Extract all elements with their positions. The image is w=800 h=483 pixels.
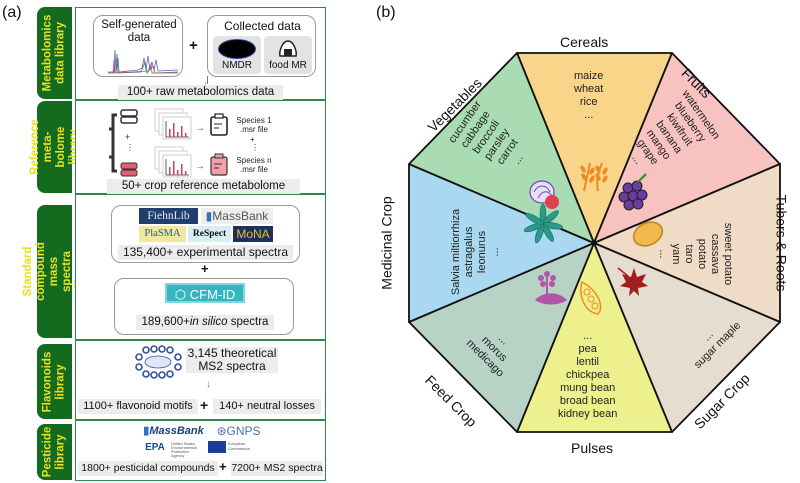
crop-item: mung bean xyxy=(560,382,616,394)
cereal-wheat-icon xyxy=(580,162,608,192)
svg-text:+: + xyxy=(125,132,130,142)
panel-b-label: (b) xyxy=(376,4,396,21)
nmdr-source: NMDR xyxy=(213,36,261,74)
spectra-plot-icon xyxy=(108,49,178,74)
section-reference: + ⋮ → → xyxy=(75,100,326,194)
clipboard-icon xyxy=(210,113,228,136)
massbank-logo: ▮MassBank xyxy=(143,425,204,437)
crop-item: ... xyxy=(584,109,594,121)
mona-logo: MoNA xyxy=(233,226,273,242)
food-mr-source: food MR xyxy=(264,36,312,74)
crop-item: pea xyxy=(578,343,597,355)
potato-icon xyxy=(632,221,664,247)
crop-item: chickpea xyxy=(565,369,610,381)
herb-root-icon xyxy=(535,271,567,305)
in-silico-spectra-count: 189,600+in silico spectra xyxy=(136,315,274,330)
crop-item: broad bean xyxy=(559,395,616,407)
crop-item: kidney bean xyxy=(558,408,618,420)
crop-item: yam xyxy=(670,243,683,265)
experimental-spectra-box: FiehnLib ▮MassBank PlaSMA ReSpect MoNA 1… xyxy=(111,205,300,263)
crop-item: wheat xyxy=(574,83,604,95)
crop-item: rice xyxy=(579,96,598,108)
section-pesticide: ▮MassBank ⊛GNPS EPA United States Enviro… xyxy=(75,420,326,481)
crop-item: cassava xyxy=(709,233,722,275)
fiehnlib-logo: FiehnLib xyxy=(139,208,198,224)
pesticidal-compounds: 1800+ pesticidal compounds xyxy=(78,461,218,476)
crop-item: lentil xyxy=(576,356,599,368)
crop-item: sweet potato xyxy=(722,222,735,286)
pesticide-ms2-spectra: 7200+ MS2 spectra xyxy=(231,461,323,476)
network-icon xyxy=(135,345,182,379)
massbank-logo: ▮MassBank xyxy=(201,208,273,224)
svg-text:⋮: ⋮ xyxy=(126,143,134,152)
crop-item: taro xyxy=(683,244,696,264)
crop-item: leonurus xyxy=(476,230,489,274)
nmdr-logo-icon xyxy=(218,39,256,59)
category-label-tubers-roots: Tubers & Roots xyxy=(773,194,790,292)
section-tab-reference: Reference meta-bolome library xyxy=(29,101,80,193)
reference-workflow-diagram: + ⋮ → → xyxy=(109,108,228,178)
gnps-logo: ⊛GNPS xyxy=(216,424,261,438)
self-generated-box: Self-generated data xyxy=(93,15,183,77)
crop-item: ... xyxy=(583,330,593,342)
crop-item: potato xyxy=(696,238,709,270)
raw-data-summary: 100+ raw metabolomics data xyxy=(118,85,283,100)
theoretical-spectra: 3,145 theoretical MS2 spectra xyxy=(186,346,278,373)
svg-text:→: → xyxy=(195,123,205,134)
collected-data-box: Collected data NMDR food MR xyxy=(207,15,316,77)
experimental-spectra-count: 135,400+ experimental spectra xyxy=(118,245,293,260)
section-standard-compound: FiehnLib ▮MassBank PlaSMA ReSpect MoNA 1… xyxy=(75,194,326,340)
epa-logo: EPA xyxy=(145,442,165,453)
in-silico-spectra-box: ⬡ CFM-ID 189,600+in silico spectra xyxy=(114,278,294,335)
respect-logo: ReSpect xyxy=(188,226,231,242)
section-tab-pesticide: Pesticide library xyxy=(37,424,72,480)
species-n-file: Species n .msr file xyxy=(236,156,272,174)
cabbage-tomato-icon xyxy=(529,180,559,209)
section-tab-flavonoids: Flavonoids library xyxy=(37,344,72,419)
category-label-medicinal-crop: Medicinal Crop xyxy=(378,196,395,290)
svg-text:→: → xyxy=(195,161,205,172)
collected-data-label: Collected data xyxy=(224,19,301,33)
section-tab-metabolomics: Metabolomics data library xyxy=(37,7,72,99)
crop-item: Salvia miltiorrhiza xyxy=(450,208,463,296)
flavonoid-motifs: 1100+ flavonoid motifs xyxy=(78,399,198,414)
species-1-file: Species 1 .msr file xyxy=(236,116,272,134)
server-icon xyxy=(120,109,138,117)
category-label-cereals: Cereals xyxy=(560,34,609,50)
crop-item: maize xyxy=(574,70,604,82)
down-arrow-icon: ↓ xyxy=(206,379,211,390)
cfm-id-logo: ⬡ CFM-ID xyxy=(165,283,245,303)
panel-a-label: (a) xyxy=(2,4,22,21)
pea-pod-icon xyxy=(580,280,602,315)
self-generated-label: Self-generated data xyxy=(101,19,177,44)
category-label-pulses: Pulses xyxy=(571,440,614,456)
rice-ball-icon xyxy=(279,40,297,57)
crop-item: ... xyxy=(657,249,670,259)
plasma-logo: PlaSMA xyxy=(139,226,186,242)
crop-item: astragalus xyxy=(463,226,476,278)
section-tab-standard-compound: Standard compound mass spectra library xyxy=(22,205,86,338)
neutral-losses: 140+ neutral losses xyxy=(213,399,321,414)
medicinal-leaf-icon xyxy=(523,203,564,244)
down-arrow-icon: ↓ xyxy=(203,79,208,89)
grape-icon xyxy=(618,173,648,211)
section-flavonoids: 3,145 theoretical MS2 spectra ↓ 1100+ fl… xyxy=(75,340,326,420)
crop-item: ... xyxy=(489,247,502,257)
eu-flag-icon xyxy=(208,441,226,453)
reference-summary: 50+ crop reference metabolome xyxy=(107,179,300,194)
spectrum-chart-icon xyxy=(154,108,192,140)
maple-leaf-icon xyxy=(617,267,648,296)
section-metabolomics: Self-generated data + Collected data NMD… xyxy=(75,7,326,100)
